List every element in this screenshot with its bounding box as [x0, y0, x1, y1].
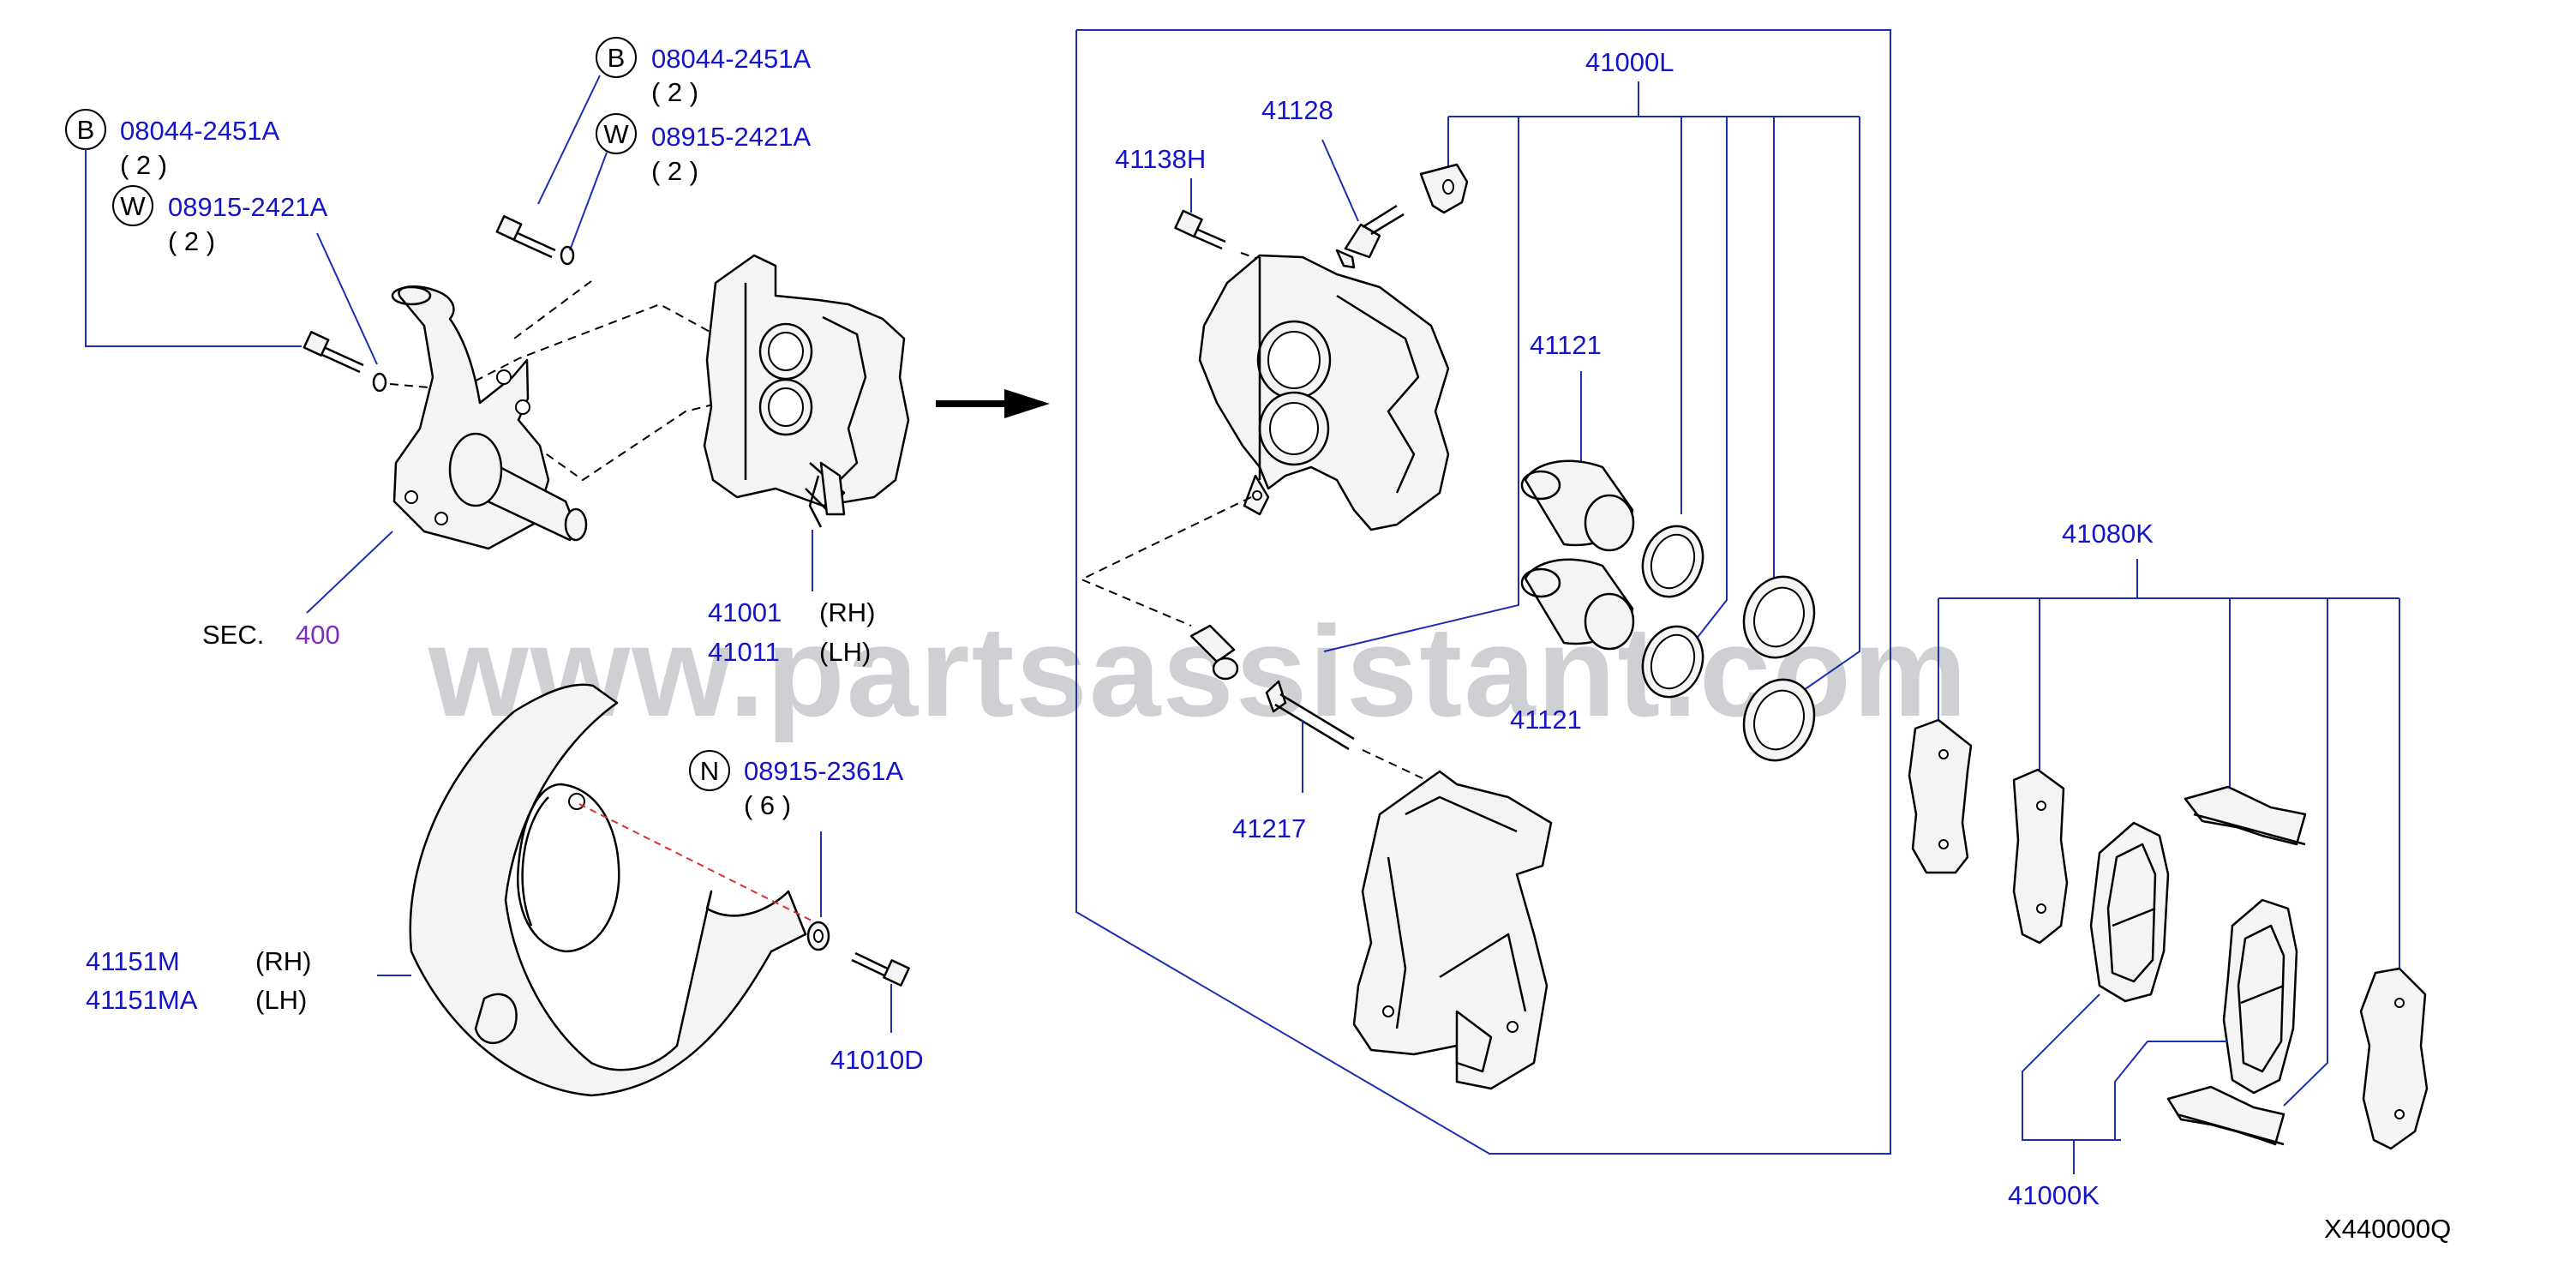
bolt-41010d-part-number[interactable]: 41010D: [830, 1045, 924, 1075]
washer-icon: [560, 245, 575, 266]
fastener-part-number[interactable]: 08044-2451A: [120, 116, 279, 146]
piston-lower-part-number[interactable]: 41121: [1510, 705, 1582, 735]
brake-splash-shield: [409, 683, 807, 1097]
leader-line: [306, 531, 393, 614]
bleeder-part-number[interactable]: 41128: [1261, 95, 1333, 125]
fastener-callout-b-left[interactable]: B 08044-2451A ( 2 ): [65, 109, 279, 180]
caliper-kit-part-number[interactable]: 41000L: [1585, 47, 1674, 77]
fastener-quantity: ( 2 ): [168, 226, 215, 256]
shield-lh-side: (LH): [255, 985, 307, 1015]
nut-symbol-icon: [689, 750, 730, 791]
steering-knuckle: [391, 285, 588, 550]
leader-line: [569, 152, 608, 251]
pad-shim: [1908, 718, 1973, 874]
caliper-callout[interactable]: 41001 (RH) 41011 (LH): [708, 597, 875, 667]
piston-lower: [1520, 558, 1635, 651]
dust-boot-upper: [1742, 575, 1816, 659]
bolt-icon: [1174, 209, 1226, 250]
washer-symbol-icon: [112, 185, 153, 226]
section-label: SEC.: [202, 620, 264, 650]
brake-pad-inner: [2089, 821, 2170, 1003]
dust-boot-lower: [1742, 678, 1816, 762]
fastener-symbol: W: [120, 191, 146, 221]
leader-line: [537, 75, 601, 205]
caliper-kit-frame: [1075, 29, 1891, 1155]
pad-kit-part-number[interactable]: 41000K: [2008, 1180, 2100, 1210]
bleeder-screw: [1335, 204, 1405, 269]
section-number-link[interactable]: 400: [296, 620, 340, 650]
fastener-symbol: B: [77, 115, 95, 145]
caliper-lh-side: (LH): [819, 637, 871, 667]
caliper-housing: [1198, 254, 1450, 531]
caliper-bolt-part-number[interactable]: 41138H: [1115, 144, 1206, 174]
bleeder-cap: [1419, 163, 1469, 214]
hardware-kit-part-number[interactable]: 41080K: [2062, 519, 2154, 549]
piston-upper: [1520, 459, 1635, 552]
fastener-symbol: B: [608, 43, 626, 73]
fastener-quantity: ( 2 ): [651, 77, 698, 107]
washer-symbol-icon: [596, 113, 637, 154]
caliper-assembly: [703, 254, 910, 528]
washer-icon: [372, 372, 387, 393]
fastener-quantity: ( 2 ): [651, 156, 698, 186]
fastener-quantity: ( 2 ): [120, 150, 167, 180]
anti-rattle-clip: [2166, 1085, 2285, 1146]
leader-line: [85, 149, 302, 347]
fastener-callout-w-mid[interactable]: W 08915-2421A ( 2 ): [596, 113, 811, 186]
right-arrow-icon: [936, 389, 1050, 418]
watermark: www.partsassistant.com: [428, 599, 1968, 743]
caliper-lh-part-number[interactable]: 41011: [708, 637, 780, 667]
guide-pin-boot: [1189, 624, 1239, 681]
bolt-icon: [495, 215, 556, 259]
shield-rh-side: (RH): [255, 946, 311, 976]
section-reference[interactable]: SEC. 400: [202, 620, 340, 650]
hardware-kit-bracket: [1938, 559, 2400, 1107]
piston-seal-upper: [1641, 525, 1704, 598]
fastener-part-number[interactable]: 08915-2421A: [168, 192, 327, 222]
pad-shim: [2359, 967, 2429, 1150]
fastener-callout-b-mid[interactable]: B 08044-2451A ( 2 ): [596, 37, 811, 107]
guide-pin-part-number[interactable]: 41217: [1232, 813, 1306, 843]
anti-rattle-clip: [2184, 785, 2307, 846]
fastener-part-number[interactable]: 08915-2421A: [651, 122, 811, 152]
bolt-icon: [851, 951, 910, 987]
pad-kit-bracket: [2022, 993, 2228, 1174]
bolt-icon: [303, 331, 364, 374]
bolt-symbol-icon: [596, 37, 637, 78]
diagram-code: X440000Q: [2324, 1214, 2451, 1244]
brake-pad-outer: [2222, 898, 2298, 1095]
caliper-rh-side: (RH): [819, 597, 875, 627]
fastener-symbol: N: [700, 756, 719, 786]
fastener-callout-w-left[interactable]: W 08915-2421A ( 2 ): [112, 185, 327, 256]
caliper-rh-part-number[interactable]: 41001: [708, 597, 782, 627]
fastener-part-number[interactable]: 08044-2451A: [651, 44, 811, 74]
piston-seal-lower: [1641, 625, 1704, 699]
guide-pin: [1265, 680, 1355, 751]
shield-lh-part-number[interactable]: 41151MA: [86, 985, 198, 1015]
fastener-quantity: ( 6 ): [744, 790, 791, 820]
piston-upper-part-number[interactable]: 41121: [1530, 330, 1602, 360]
shield-rh-part-number[interactable]: 41151M: [86, 946, 180, 976]
leader-line: [1321, 139, 1359, 222]
fastener-symbol: W: [603, 119, 629, 149]
caliper-kit-bracket: [1323, 81, 1860, 691]
splash-shield-callout[interactable]: 41151M (RH) 41151MA (LH): [86, 946, 311, 1015]
leader-line: [316, 232, 378, 365]
fastener-callout-n[interactable]: N 08915-2361A ( 6 ): [689, 750, 903, 820]
fastener-part-number[interactable]: 08915-2361A: [744, 756, 903, 786]
caliper-support-bracket: [1352, 770, 1553, 1090]
pad-shim: [2012, 768, 2069, 945]
